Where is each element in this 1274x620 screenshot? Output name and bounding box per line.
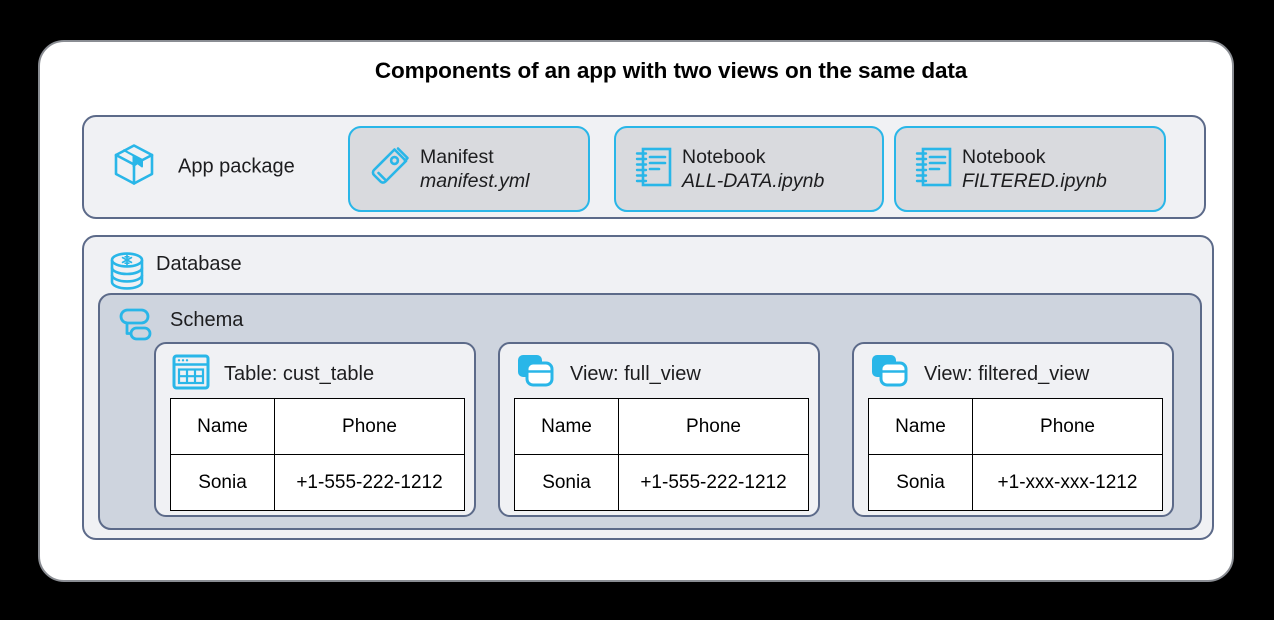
manifest-text: Manifest manifest.yml	[420, 145, 529, 193]
database-panel: Database Schema	[82, 235, 1214, 540]
cell-name: Sonia	[170, 454, 275, 511]
table-row: Sonia +1-555-222-1212	[514, 454, 809, 511]
table-header-row: Name Phone	[170, 398, 465, 455]
view-cards-icon	[868, 351, 912, 398]
page-title: Components of an app with two views on t…	[374, 58, 968, 83]
column-header-name: Name	[170, 398, 275, 455]
notebook-all-data-kind: Notebook	[682, 145, 766, 168]
notebook-all-data-chip[interactable]: Notebook ALL-DATA.ipynb	[614, 126, 884, 212]
app-package-panel: App package Manifest manifest.	[82, 115, 1206, 219]
column-header-name: Name	[514, 398, 619, 455]
table-window-icon	[170, 351, 212, 398]
column-header-phone: Phone	[274, 398, 465, 455]
cell-phone: +1-xxx-xxx-1212	[972, 454, 1163, 511]
tag-icon	[364, 142, 414, 197]
entity-title: Table: cust_table	[224, 362, 375, 385]
data-table: Name Phone Sonia +1-xxx-xxx-1212	[868, 398, 1163, 511]
schema-label: Schema	[170, 309, 244, 331]
cell-phone: +1-555-222-1212	[274, 454, 465, 511]
view-cards-icon	[514, 351, 558, 398]
table-row: Sonia +1-xxx-xxx-1212	[868, 454, 1163, 511]
schema-stack-icon	[114, 303, 158, 352]
cell-name: Sonia	[868, 454, 973, 511]
column-header-phone: Phone	[972, 398, 1163, 455]
entity-title: View: full_view	[570, 362, 701, 385]
notebook-icon	[910, 142, 956, 197]
data-table: Name Phone Sonia +1-555-222-1212	[514, 398, 809, 511]
table-row: Sonia +1-555-222-1212	[170, 454, 465, 511]
manifest-filename: manifest.yml	[420, 170, 530, 192]
entity-card-filtered-view[interactable]: View: filtered_view Name Phone Sonia +1-…	[852, 342, 1174, 517]
entity-title: View: filtered_view	[924, 362, 1090, 385]
notebook-filtered-text: Notebook FILTERED.ipynb	[962, 145, 1107, 193]
data-table: Name Phone Sonia +1-555-222-1212	[170, 398, 465, 511]
column-header-phone: Phone	[618, 398, 809, 455]
schema-panel: Schema	[98, 293, 1202, 530]
entity-card-full-view[interactable]: View: full_view Name Phone Sonia +1-555-…	[498, 342, 820, 517]
entity-header: Table: cust_table	[170, 352, 374, 396]
manifest-chip[interactable]: Manifest manifest.yml	[348, 126, 590, 212]
notebook-all-data-text: Notebook ALL-DATA.ipynb	[682, 145, 824, 193]
database-label: Database	[156, 253, 242, 275]
notebook-filtered-filename: FILTERED.ipynb	[962, 170, 1107, 192]
entity-header: View: full_view	[514, 352, 701, 396]
notebook-filtered-kind: Notebook	[962, 145, 1046, 168]
diagram-card: Components of an app with two views on t…	[38, 40, 1234, 582]
database-cylinder-icon	[106, 249, 148, 300]
table-header-row: Name Phone	[514, 398, 809, 455]
cell-name: Sonia	[514, 454, 619, 511]
entity-header: View: filtered_view	[868, 352, 1089, 396]
notebook-icon	[630, 142, 676, 197]
table-header-row: Name Phone	[868, 398, 1163, 455]
package-box-icon	[110, 141, 158, 194]
column-header-name: Name	[868, 398, 973, 455]
notebook-all-data-filename: ALL-DATA.ipynb	[682, 170, 825, 192]
notebook-filtered-chip[interactable]: Notebook FILTERED.ipynb	[894, 126, 1166, 212]
entity-card-table[interactable]: Table: cust_table Name Phone Sonia +1-55…	[154, 342, 476, 517]
cell-phone: +1-555-222-1212	[618, 454, 809, 511]
manifest-kind: Manifest	[420, 145, 494, 168]
app-package-label: App package	[178, 155, 295, 178]
